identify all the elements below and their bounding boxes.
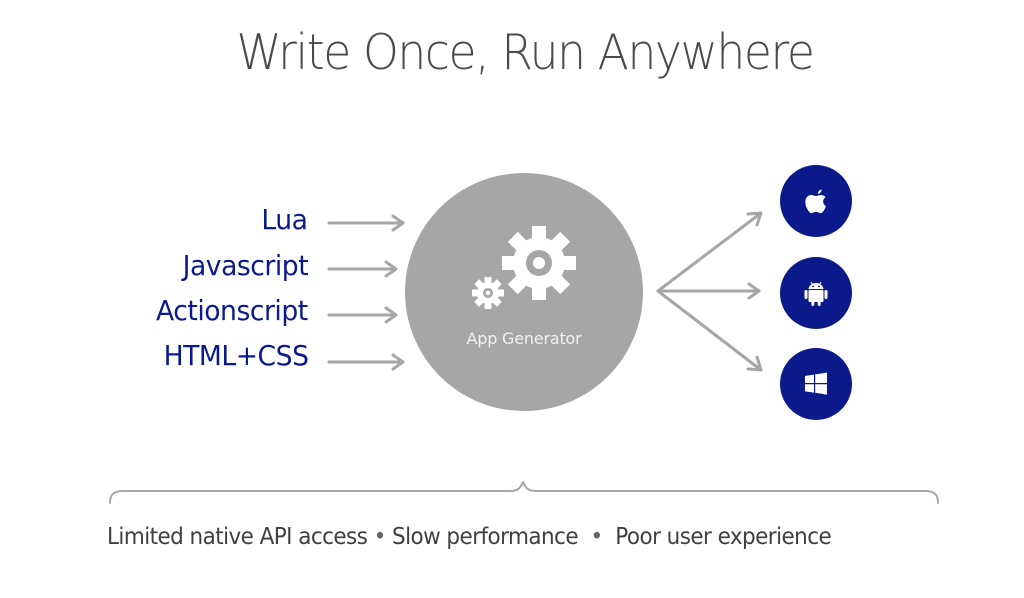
language-label-actionscript: Actionscript xyxy=(156,294,308,327)
bullet-separator: • xyxy=(373,524,387,550)
app-generator-circle xyxy=(405,173,643,411)
grouping-brace xyxy=(109,481,939,504)
language-label-javascript: Javascript xyxy=(182,249,308,282)
language-label-html-css: HTML+CSS xyxy=(163,339,308,372)
input-arrow-javascript xyxy=(327,260,398,278)
windows-icon xyxy=(805,372,827,395)
drawback-item: Limited native API access xyxy=(107,524,368,550)
android-icon xyxy=(804,281,828,306)
drawback-item: Slow performance xyxy=(392,524,579,550)
app-generator-label: App Generator xyxy=(466,329,582,348)
drawbacks-list: Limited native API access • Slow perform… xyxy=(107,524,892,550)
platform-ios xyxy=(780,165,852,237)
language-label-lua: Lua xyxy=(261,203,309,236)
input-arrow-actionscript xyxy=(327,306,398,324)
apple-icon xyxy=(805,189,826,214)
output-arrow-ios xyxy=(656,211,763,293)
output-arrow-android xyxy=(656,282,761,300)
drawback-item: Poor user experience xyxy=(615,524,832,550)
bullet-separator: • xyxy=(590,524,604,550)
input-arrow-html-css xyxy=(327,353,405,371)
platform-windows xyxy=(780,348,852,420)
output-arrow-windows xyxy=(656,289,763,372)
page-title: Write Once, Run Anywhere xyxy=(236,24,815,81)
input-arrow-lua xyxy=(327,214,405,232)
platform-android xyxy=(780,257,852,329)
